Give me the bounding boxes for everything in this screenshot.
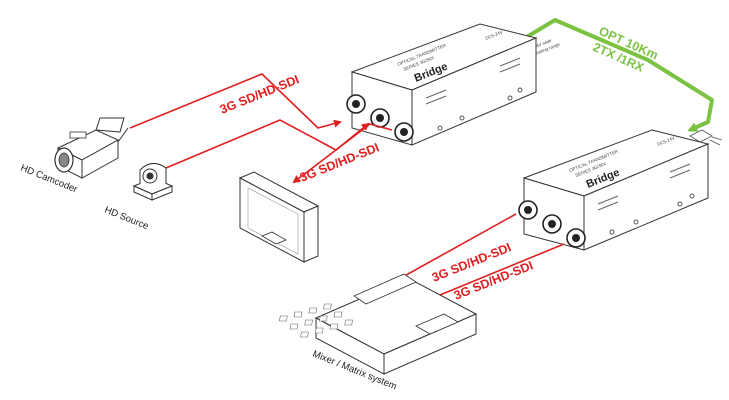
transmitter-unit-bottom: Bridge OPTICAL TRANSMITTER SERIES 3G/SDI… bbox=[518, 129, 710, 251]
cable-mixer-out-2 bbox=[416, 243, 565, 306]
fiber-link: OPT 10Km 2TX /1RX bbox=[523, 18, 714, 132]
mixer-console-icon bbox=[279, 273, 478, 375]
monitor-icon bbox=[238, 171, 320, 263]
cable-monitor-out bbox=[292, 123, 393, 184]
unit-bottom-side-face bbox=[583, 143, 709, 251]
unit-bottom-bnc-1 bbox=[518, 200, 538, 220]
fiber-cable bbox=[523, 18, 714, 132]
camcorder-icon bbox=[54, 117, 129, 179]
label-sdi-top-in: 3G SD/HD-SDI bbox=[218, 72, 301, 116]
label-hd-source: HD Source bbox=[103, 205, 150, 233]
unit-top-bnc-3 bbox=[394, 122, 414, 142]
ptz-camera-icon bbox=[132, 163, 174, 201]
unit-top-port: DC5-24V bbox=[485, 29, 504, 41]
unit-top-bnc-2 bbox=[370, 108, 390, 128]
unit-bottom-bnc-3 bbox=[566, 228, 586, 248]
unit-bottom-bnc-2 bbox=[542, 214, 562, 234]
unit-top-bnc-1 bbox=[346, 94, 366, 114]
cable-camcorder-in bbox=[129, 73, 342, 129]
unit-bottom-port: DC5-24V bbox=[657, 135, 676, 147]
transmitter-unit-top: Bridge OPTICAL TRANSMITTER SERIES 3G/SDI… bbox=[346, 23, 538, 146]
cable-mixer-out-1 bbox=[388, 213, 517, 285]
